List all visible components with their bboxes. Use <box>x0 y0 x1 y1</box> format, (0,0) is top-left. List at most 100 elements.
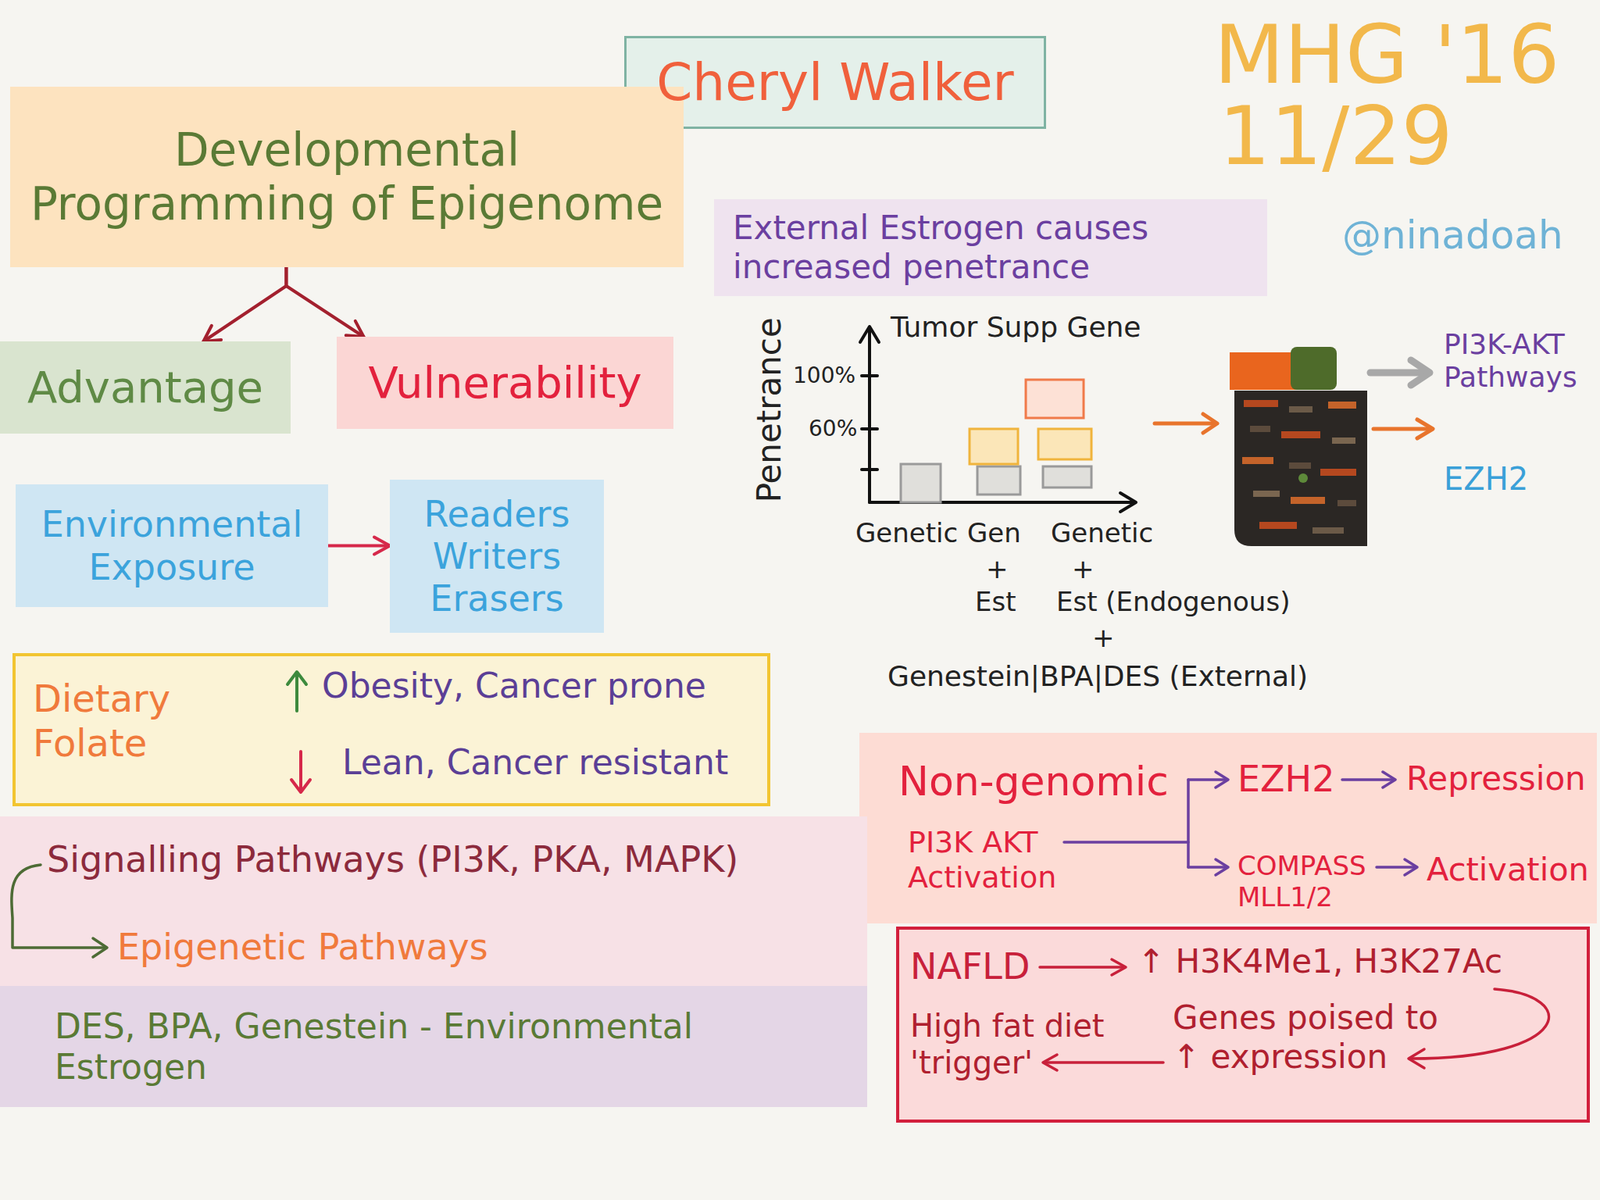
outcome-label: Advantage <box>27 361 264 414</box>
grey-arrow <box>1370 360 1430 386</box>
category-label: Genetic <box>1050 517 1154 549</box>
mechanism-text: PI3K AKT Activation <box>907 825 1111 896</box>
arrow-head <box>287 671 307 685</box>
bar-external <box>1025 379 1084 418</box>
diet-trigger: High fat diet 'trigger' <box>910 1007 1129 1082</box>
down-arrow <box>291 751 311 793</box>
category-label: Genetic <box>855 517 958 549</box>
arrow-head <box>1410 360 1430 386</box>
cell-texture <box>1312 527 1344 534</box>
orange-arrow <box>1373 419 1433 439</box>
arrow-head <box>1382 771 1396 788</box>
folate-box: Dietary Folate Obesity, Cancer proneLean,… <box>12 653 771 807</box>
arrow-shaft <box>299 751 303 791</box>
speaker-name: Cheryl Walker <box>656 52 1014 114</box>
folate-heading: Dietary Folate <box>32 676 205 765</box>
arrow-head <box>1417 419 1433 439</box>
event-tag: MHG '16 <box>1214 14 1561 96</box>
arrow-shaft <box>1370 369 1427 377</box>
modifier-box: Readers Writers Erasers <box>389 479 604 633</box>
modifier-label: Readers Writers Erasers <box>418 492 575 621</box>
arrow-shaft <box>1188 778 1227 782</box>
pathway-text: Epigenetic Pathways <box>117 925 489 968</box>
branch-target: EZH2 <box>1237 757 1335 800</box>
bar-genetic <box>1042 466 1092 488</box>
outcome-box: Vulnerability <box>336 336 674 429</box>
outcome-box: Advantage <box>0 341 291 434</box>
speaker-box: Cheryl Walker <box>624 35 1047 129</box>
signalling-box: Non-genomicPI3K AKT Activation EZH2 Repres… <box>859 732 1597 924</box>
axis-tick <box>861 467 878 472</box>
cell-texture <box>1289 406 1313 413</box>
connector-line <box>203 267 286 342</box>
cell-texture <box>1328 401 1357 409</box>
bar-estrogen <box>969 428 1018 465</box>
estrogen-list: DES, BPA, Genestein - Environmental Estr… <box>54 1006 836 1088</box>
arrow-head <box>1111 959 1126 975</box>
bracket-line <box>1064 840 1189 844</box>
arrow-head <box>92 938 108 958</box>
cell-texture <box>1337 500 1357 507</box>
connector-arrow <box>285 267 364 337</box>
tick-label: 60% <box>808 415 858 442</box>
nafld-box: NAFLD↑ H3K4Me1, H3K27AcGenes poised to ↑… <box>896 926 1590 1123</box>
category-label: Genestein|BPA|DES (External) <box>887 660 1308 693</box>
arrow-shaft <box>1188 865 1227 869</box>
category-label: Est (Endogenous) <box>1056 585 1290 618</box>
plus-sign: + <box>1092 621 1115 654</box>
arrow-head <box>1215 771 1229 788</box>
connector-arrow <box>203 267 286 342</box>
orange-block <box>1229 352 1301 390</box>
poised-genes: Genes poised to ↑ expression <box>1172 998 1462 1076</box>
bar-genetic <box>977 466 1021 495</box>
up-arrow <box>287 671 307 711</box>
connector-line <box>328 544 390 548</box>
plus-sign: + <box>1071 553 1095 585</box>
arrow-shaft <box>295 673 299 711</box>
branch-result: Activation <box>1426 850 1590 889</box>
histone-marks: ↑ H3K4Me1, H3K27Ac <box>1137 942 1503 982</box>
arrow-shaft <box>1039 965 1125 969</box>
tick-label: 100% <box>792 362 856 389</box>
arrow-shaft <box>1342 778 1394 782</box>
axis-arrowhead <box>1120 492 1136 512</box>
connector-line <box>285 267 364 337</box>
cell-texture <box>1243 400 1279 408</box>
arrow-head <box>374 537 390 555</box>
cell-body <box>1234 390 1368 547</box>
cell-texture <box>1242 457 1274 465</box>
arrow-head <box>203 325 222 342</box>
finding-text: External Estrogen causes increased penet… <box>732 208 1249 286</box>
arrow-head <box>291 779 311 793</box>
axis-title: Penetrance <box>750 317 790 503</box>
arrow-head <box>1215 859 1229 875</box>
y-axis <box>867 328 872 503</box>
cell-texture <box>1332 437 1356 444</box>
axis-tick <box>861 427 878 431</box>
effect-text: Lean, Cancer resistant <box>342 742 729 783</box>
connector-arrow <box>328 537 390 555</box>
branch-target: COMPASS MLL1/2 <box>1237 850 1386 913</box>
cell-texture <box>1320 468 1357 476</box>
chart-title: Tumor Supp Gene <box>890 310 1142 344</box>
category-label: Gen <box>967 517 1022 549</box>
pathway-text: Signalling Pathways (PI3K, PKA, MAPK) <box>46 838 739 881</box>
estrogen-band: DES, BPA, Genestein - Environmental Estr… <box>0 985 868 1108</box>
cell-illustration <box>1229 346 1368 547</box>
exposure-box: Environmental Exposure <box>15 484 329 608</box>
arrow-shaft <box>1373 427 1430 432</box>
cell-texture <box>1281 431 1321 439</box>
bar-estrogen <box>1038 428 1092 460</box>
mechanism-heading: Non-genomic <box>898 757 1169 806</box>
cell-texture <box>1259 521 1297 529</box>
axis-tick <box>861 374 878 378</box>
topic-box: Developmental Programming of Epigenome <box>10 86 684 268</box>
green-block <box>1290 346 1337 390</box>
branch-result: Repression <box>1406 759 1586 799</box>
arrow-head <box>1404 859 1418 875</box>
author-handle: @ninadoah <box>1342 212 1564 259</box>
topic-title: Developmental Programming of Epigenome <box>17 123 676 231</box>
bar-genetic <box>900 464 941 503</box>
effect-text: Obesity, Cancer prone <box>321 665 707 707</box>
